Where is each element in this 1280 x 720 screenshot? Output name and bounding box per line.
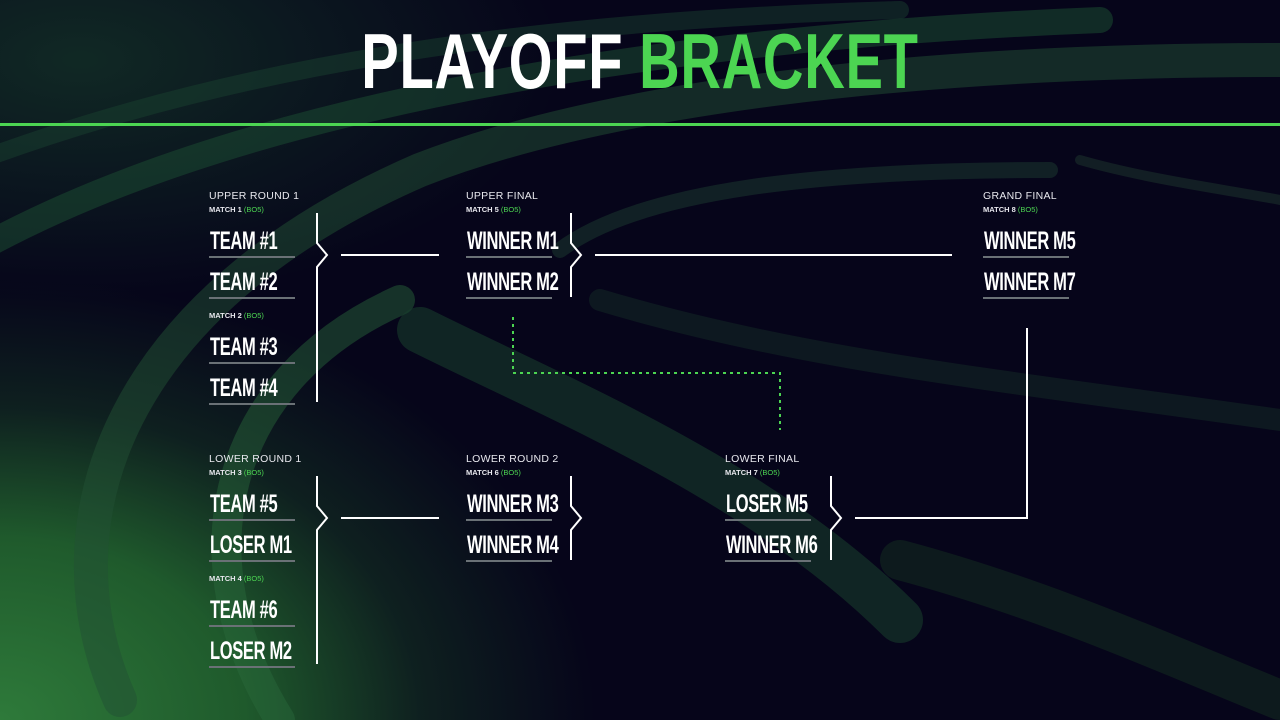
team-slot: LOSER M2 [209, 627, 295, 668]
team-slot: TEAM #6 [209, 586, 295, 627]
match-label: MATCH 5 (BO5) [466, 205, 521, 214]
round-lower-final: LOWER FINAL MATCH 7 (BO5) LOSER M5 WINNE… [725, 452, 818, 562]
team-slot: TEAM #3 [209, 323, 295, 364]
round-grand-final: GRAND FINAL MATCH 8 (BO5) WINNER M5 WINN… [983, 189, 1076, 299]
team-slot: WINNER M6 [725, 521, 818, 562]
title-part-1: PLAYOFF [361, 17, 624, 105]
round-label: UPPER ROUND 1 [209, 190, 300, 202]
round-label: UPPER FINAL [466, 190, 539, 202]
match-label: MATCH 4 (BO5) [209, 574, 264, 583]
team-slot: TEAM #5 [209, 480, 295, 521]
match-label: MATCH 7 (BO5) [725, 468, 780, 477]
team-slot: WINNER M5 [983, 217, 1076, 258]
title-divider [0, 123, 1280, 126]
match-label: MATCH 2 (BO5) [209, 311, 264, 320]
team-slot: LOSER M5 [725, 480, 811, 521]
team-slot: LOSER M1 [209, 521, 295, 562]
match-label: MATCH 6 (BO5) [466, 468, 521, 477]
title-part-2: BRACKET [639, 17, 919, 105]
round-label: LOWER ROUND 1 [209, 453, 302, 465]
team-slot: WINNER M1 [466, 217, 559, 258]
round-label: LOWER FINAL [725, 453, 800, 465]
team-slot: WINNER M7 [983, 258, 1076, 299]
round-label: GRAND FINAL [983, 190, 1057, 202]
team-slot: WINNER M4 [466, 521, 559, 562]
round-lower-round-1: LOWER ROUND 1 MATCH 3 (BO5) TEAM #5 LOSE… [209, 452, 302, 668]
match-label: MATCH 3 (BO5) [209, 468, 264, 477]
round-lower-round-2: LOWER ROUND 2 MATCH 6 (BO5) WINNER M3 WI… [466, 452, 559, 562]
team-slot: TEAM #2 [209, 258, 295, 299]
team-slot: WINNER M2 [466, 258, 559, 299]
round-upper-final: UPPER FINAL MATCH 5 (BO5) WINNER M1 WINN… [466, 189, 559, 299]
match-label: MATCH 1 (BO5) [209, 205, 264, 214]
team-slot: WINNER M3 [466, 480, 559, 521]
round-label: LOWER ROUND 2 [466, 453, 559, 465]
match-label: MATCH 8 (BO5) [983, 205, 1038, 214]
round-upper-round-1: UPPER ROUND 1 MATCH 1 (BO5) TEAM #1 TEAM… [209, 189, 299, 405]
team-slot: TEAM #4 [209, 364, 295, 405]
team-slot: TEAM #1 [209, 217, 295, 258]
